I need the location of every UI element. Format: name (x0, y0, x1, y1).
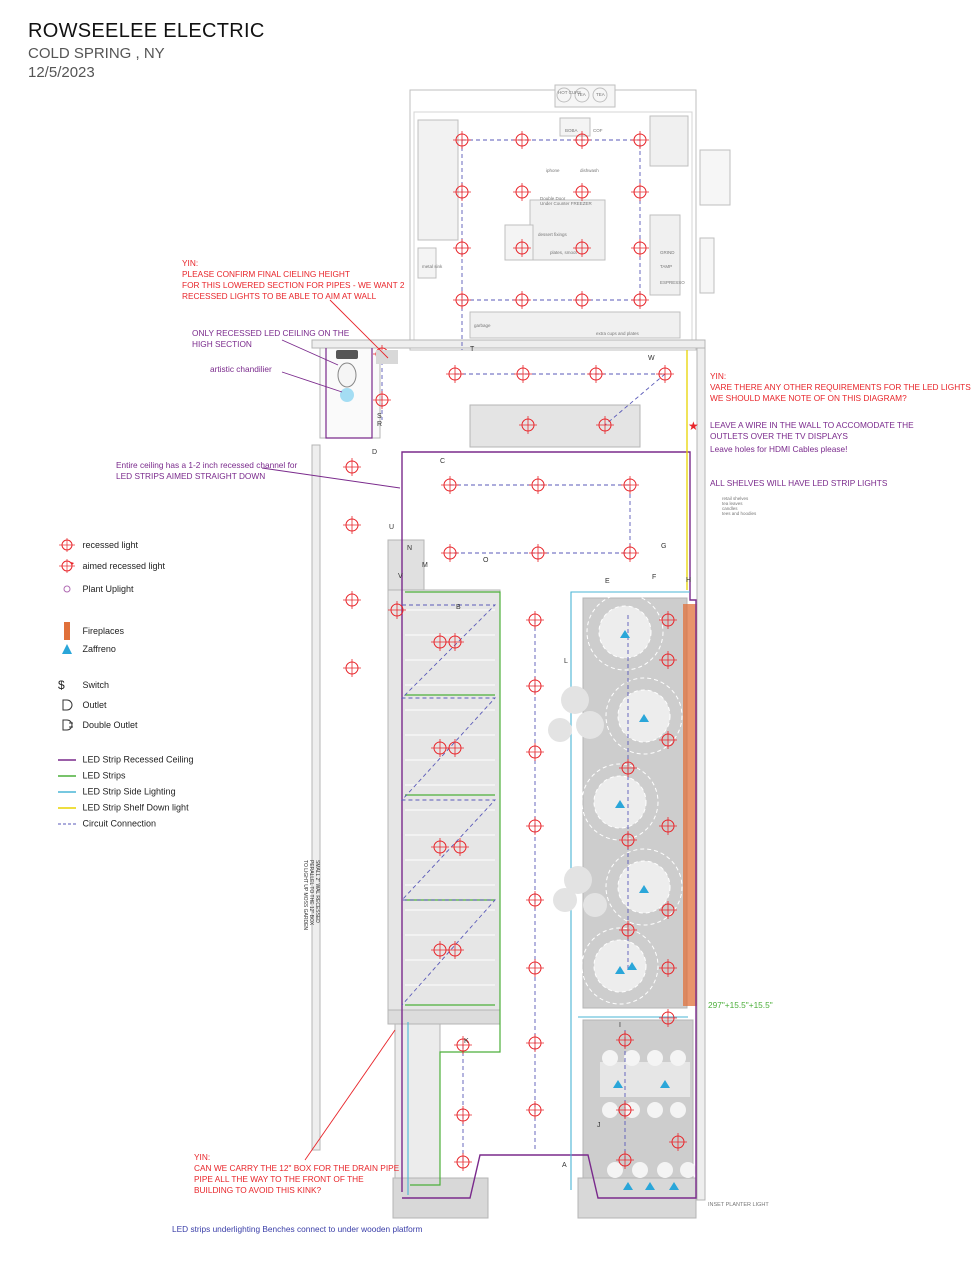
metal-sink-label: metal sink (422, 264, 443, 269)
legend-item-led-shelf: LED Strip Shelf Down light (58, 802, 189, 813)
point-label-a: A (562, 1162, 567, 1169)
note-shelves: ALL SHELVES WILL HAVE LED STRIP LIGHTS (710, 478, 888, 488)
led-shelf-line (58, 806, 76, 809)
legend-item-led-strips: LED Strips (58, 770, 126, 781)
dimension-label: 297"+15.5"+15.5" (708, 1000, 773, 1010)
point-label-u: U (389, 524, 395, 531)
point-label-g: G (661, 543, 667, 550)
led-side-line (58, 790, 76, 793)
drawing-title: ROWSEELEE ELECTRIC (28, 20, 265, 42)
shelves-list-label: retail shelves tea leaves candles tees a… (722, 496, 757, 516)
plant-trees (548, 686, 607, 917)
legend-item-outlet: Outlet (58, 698, 107, 712)
point-label-v: V (398, 573, 403, 580)
switch-icon: $ (58, 678, 65, 692)
legend-item-circuit: Circuit Connection (58, 818, 156, 829)
grind-label: GRIND (660, 250, 675, 255)
legend-item-switch: $ Switch (58, 678, 110, 692)
point-label-h: H (686, 577, 692, 584)
led-strip-line (58, 774, 76, 777)
point-label-m: M (422, 562, 428, 569)
point-label-f: F (652, 574, 657, 581)
garbage-label: garbage (474, 323, 491, 328)
legend-item-recessed-light: recessed light (58, 538, 138, 552)
boba-label: BOBA (565, 128, 578, 133)
point-label-b: B (456, 604, 461, 611)
point-label-d: D (372, 449, 378, 456)
extra-cups-label: extra cups and plates (596, 331, 639, 336)
legend-item-led-side: LED Strip Side Lighting (58, 786, 176, 797)
point-label-t: T (470, 346, 475, 353)
led-ceiling-bath (325, 348, 373, 439)
location-text: COLD SPRING , NY (28, 45, 165, 62)
cof-label: COF (593, 128, 603, 133)
legend-item-zaffreno: Zaffreno (58, 642, 116, 656)
bench-slats (405, 609, 495, 986)
led-recessed-ceiling-line (58, 758, 76, 761)
note-hdmi: Leave holes for HDMI Cables please! (710, 444, 848, 454)
double-door-label: Double Door Under Counter FREEZER (540, 196, 592, 206)
tamp-label: TAMP (660, 264, 673, 269)
recessed-light-icon (59, 538, 75, 552)
tea-label-1: TEA (577, 92, 586, 97)
point-label-o: O (483, 557, 489, 564)
point-label-j: J (597, 1122, 601, 1129)
kitchen-area (409, 84, 731, 351)
date-text: 12/5/2023 (28, 64, 95, 81)
legend-item-led-recessed: LED Strip Recessed Ceiling (58, 754, 194, 765)
espresso-label: ESPRESSO (660, 280, 685, 285)
fireplace-icon (64, 622, 70, 640)
note-leave-wire: LEAVE A WIRE IN THE WALL TO ACCOMODATE T… (710, 420, 914, 441)
zaffreno-markers (613, 630, 679, 1190)
legend-item-aimed-recessed: aimed recessed light (58, 559, 165, 573)
plant-uplight-icon (63, 585, 71, 593)
legend-item-fireplaces: Fireplaces (58, 622, 124, 640)
point-label-l: L (564, 658, 568, 665)
point-label-e: E (605, 578, 610, 585)
dessert-label: dessert fixings (538, 232, 567, 237)
note-yin-ceiling: YIN: PLEASE CONFIRM FINAL CIELING HEIGHT… (182, 258, 405, 301)
circuit-line (58, 823, 76, 825)
point-label-c: C (440, 458, 446, 465)
hot-cups-label: HOT CUPS (558, 90, 582, 95)
dishwash-label: dishwash (580, 168, 599, 173)
legend-item-double-outlet: Double Outlet (58, 718, 138, 732)
point-label-k: K (464, 1038, 469, 1045)
annotation-arrows (261, 299, 401, 1161)
point-label-i: I (619, 1022, 621, 1029)
outlet-icon (62, 699, 73, 711)
legend-item-plant-uplight: Plant Uplight (58, 582, 134, 596)
point-label-w: W (648, 355, 655, 362)
note-entire-ceiling: Entire ceiling has a 1-2 inch recessed c… (116, 460, 298, 481)
point-label-s: S (377, 413, 382, 420)
led-recessed-ceiling-strip (401, 451, 697, 1199)
note-benches: LED strips underlighting Benches connect… (172, 1224, 423, 1234)
zaffreno-icon (62, 644, 72, 654)
star-marker: ★ (688, 419, 699, 433)
note-chandelier: artistic chandilier (210, 364, 272, 374)
point-label-n: N (407, 545, 413, 552)
note-yin-requirements: YIN: VARE THERE ANY OTHER REQUIREMENTS F… (710, 371, 971, 403)
double-outlet-icon (62, 719, 73, 731)
point-label-r: R (377, 421, 383, 428)
tea-label-2: TEA (596, 92, 605, 97)
plates-label: plates, smoot (550, 250, 577, 255)
note-only-recessed: ONLY RECESSED LED CEILING ON THE HIGH SE… (192, 328, 350, 349)
inset-planter-label: INSET PLANTER LIGHT (708, 1202, 769, 1208)
iphone-label: iphone (546, 168, 560, 173)
led-cyan-strips (407, 591, 690, 1195)
fireplace-strip (683, 604, 697, 1006)
wall-note: SMALL 2" WAL RECESSED PERALLEL TO THE 12… (302, 860, 320, 931)
aimed-recessed-light-icon (59, 559, 75, 573)
note-yin-drain: YIN: CAN WE CARRY THE 12" BOX FOR THE DR… (194, 1152, 400, 1195)
